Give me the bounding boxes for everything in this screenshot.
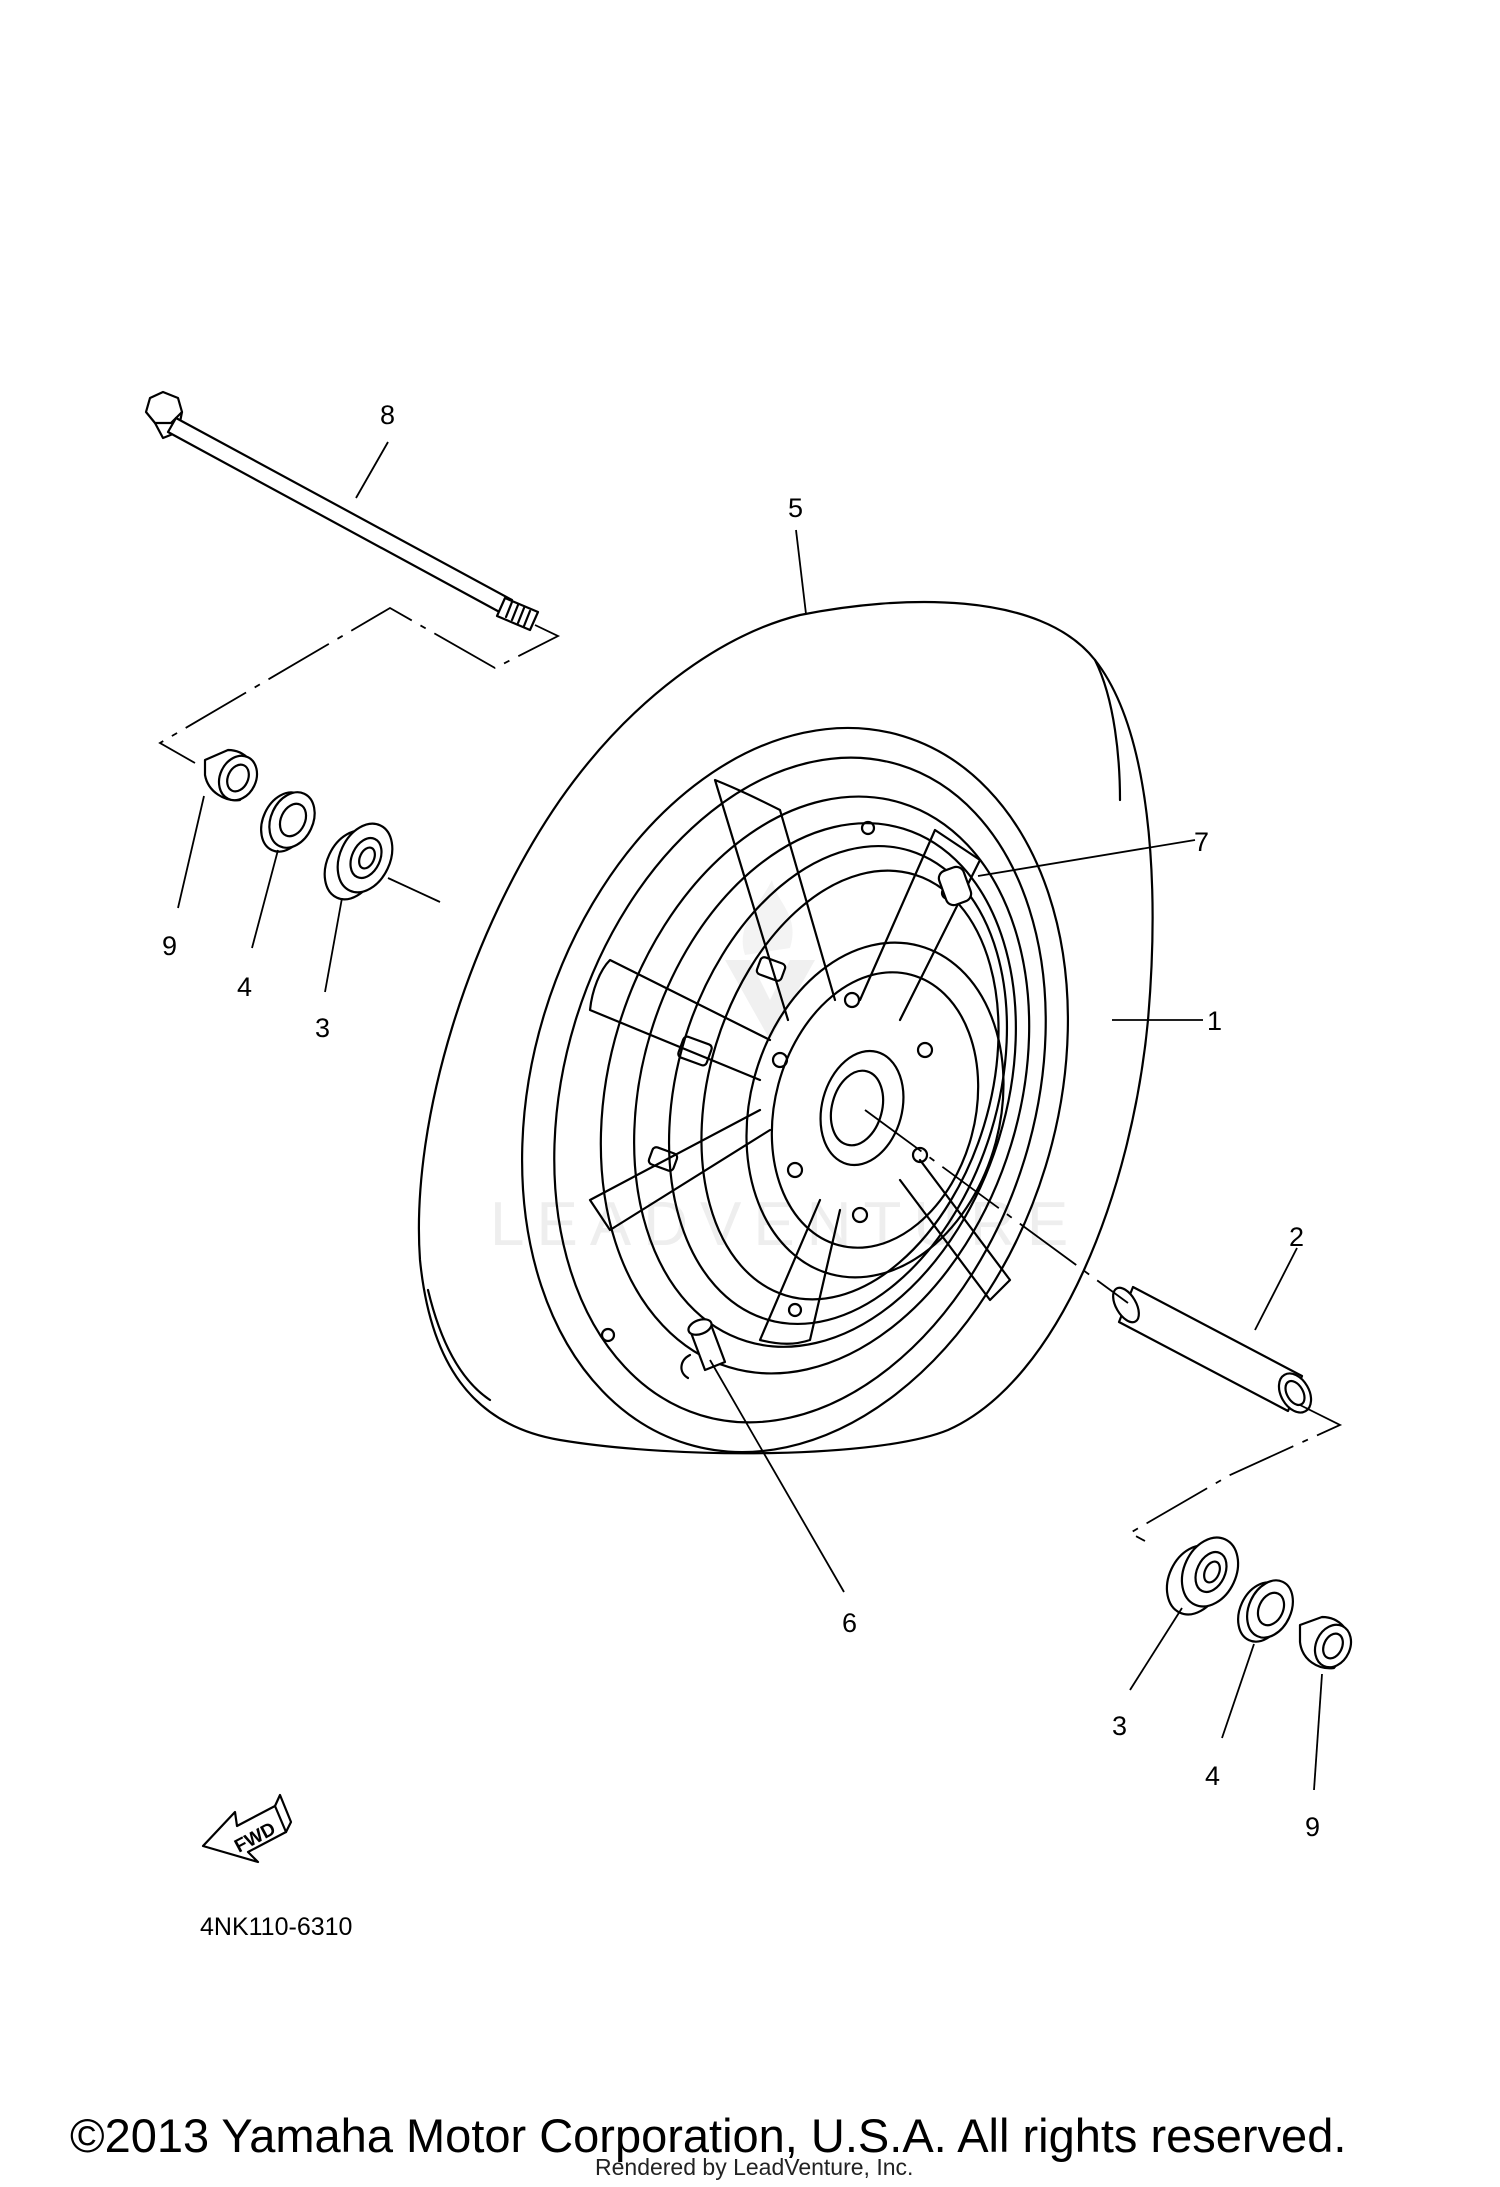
callout-8: 8 bbox=[380, 400, 395, 430]
watermark-text: LEADVENTURE bbox=[490, 1190, 1080, 1259]
centerline bbox=[158, 606, 1343, 1542]
rendered-by-credit: Rendered by LeadVenture, Inc. bbox=[595, 2154, 913, 2180]
callout-7: 7 bbox=[1194, 827, 1209, 857]
balance-weight bbox=[937, 865, 973, 907]
callout-3-right: 3 bbox=[1112, 1711, 1127, 1741]
oil-seal-right bbox=[1237, 1579, 1294, 1643]
tire bbox=[417, 600, 1154, 1455]
spacer bbox=[1112, 1285, 1313, 1414]
axle bbox=[144, 390, 540, 632]
callout-6: 6 bbox=[842, 1608, 857, 1638]
collar-right bbox=[1298, 1615, 1353, 1670]
bearing-right bbox=[1165, 1536, 1240, 1616]
callout-5: 5 bbox=[788, 493, 803, 523]
collar-left bbox=[203, 748, 259, 802]
callout-3-left: 3 bbox=[315, 1013, 330, 1043]
callout-2: 2 bbox=[1289, 1222, 1304, 1252]
callout-labels: 8 5 7 1 2 6 9 4 3 3 4 9 bbox=[162, 400, 1320, 1842]
callout-4-right: 4 bbox=[1205, 1761, 1220, 1791]
valve bbox=[680, 1318, 727, 1380]
callout-9-left: 9 bbox=[162, 931, 177, 961]
copyright-notice: ©2013 Yamaha Motor Corporation, U.S.A. A… bbox=[70, 2109, 1346, 2162]
fwd-arrow: FWD bbox=[201, 1793, 293, 1864]
oil-seal-left bbox=[260, 791, 316, 853]
figure-code: 4NK110-6310 bbox=[200, 1913, 352, 1941]
callout-9-right: 9 bbox=[1305, 1812, 1320, 1842]
bearing-left bbox=[323, 822, 394, 901]
wheel bbox=[588, 778, 1031, 1375]
leader-lines bbox=[177, 441, 1323, 1791]
callout-4-left: 4 bbox=[237, 972, 252, 1002]
callout-1: 1 bbox=[1207, 1006, 1222, 1036]
leadventure-watermark: LEADVENTURE bbox=[490, 880, 1080, 1259]
